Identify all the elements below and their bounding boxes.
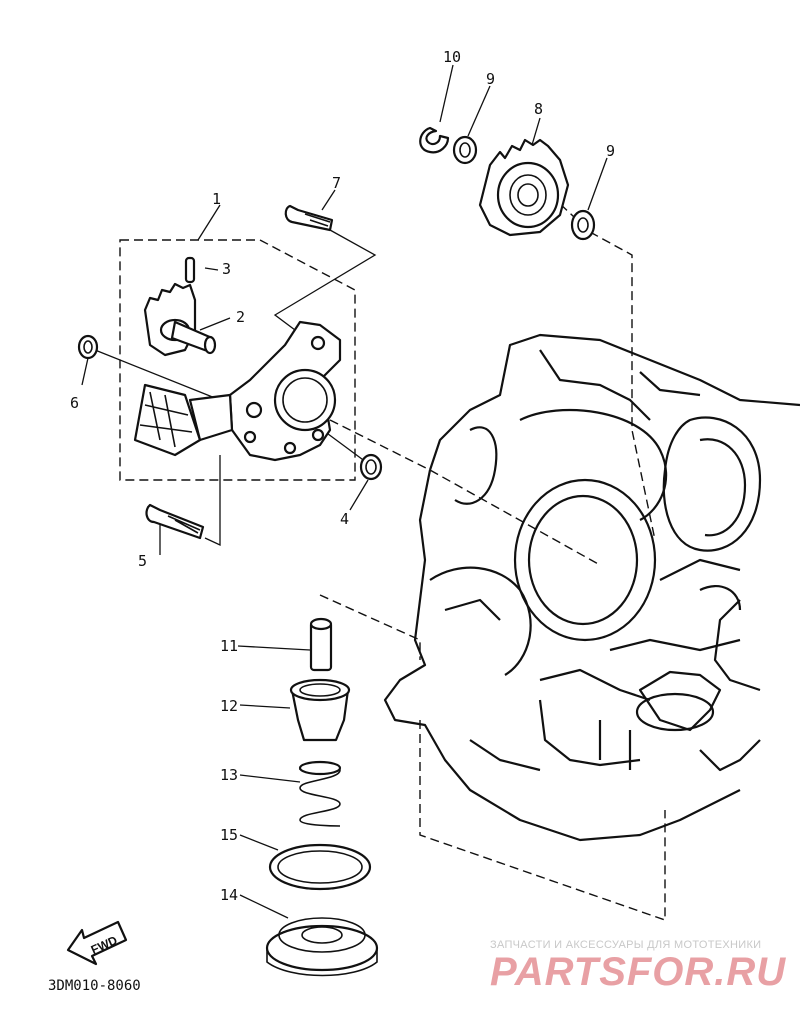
callout-12: 12: [220, 697, 238, 715]
callout-10: 10: [443, 48, 461, 66]
callout-11: 11: [220, 637, 238, 655]
callout-4: 4: [340, 510, 349, 528]
callout-5: 5: [138, 552, 147, 570]
callout-labels: 1 2 3 4 5 6 7 8 9 9 10 11 12 13 15 14: [70, 48, 615, 904]
oil-pump-assembly: [133, 256, 342, 462]
callout-6: 6: [70, 394, 79, 412]
callout-14: 14: [220, 886, 238, 904]
watermark: ЗАПЧАСТИ И АКСЕССУАРЫ ДЛЯ МОТОТЕХНИКИ PA…: [490, 939, 786, 994]
assembly-guide-lines: [94, 184, 666, 921]
callout-8: 8: [534, 100, 543, 118]
callout-15: 15: [220, 826, 238, 844]
callout-9a: 9: [486, 70, 495, 88]
callout-7: 7: [332, 174, 341, 192]
watermark-brand: PARTSFOR.RU: [490, 950, 786, 994]
drive-gear-set: [419, 126, 596, 241]
small-parts: [77, 204, 383, 540]
watermark-tagline: ЗАПЧАСТИ И АКСЕССУАРЫ ДЛЯ МОТОТЕХНИКИ: [490, 939, 761, 951]
callout-1: 1: [212, 190, 221, 208]
drawing-code: 3DM010-8060: [48, 978, 141, 994]
callout-2: 2: [236, 308, 245, 326]
forward-arrow: FWD: [66, 920, 128, 966]
callout-13: 13: [220, 766, 238, 784]
callout-3: 3: [222, 260, 231, 278]
crankcase: [383, 333, 800, 842]
callout-9b: 9: [606, 142, 615, 160]
strainer-stack: [265, 617, 379, 977]
callout-leaders: [81, 64, 608, 919]
